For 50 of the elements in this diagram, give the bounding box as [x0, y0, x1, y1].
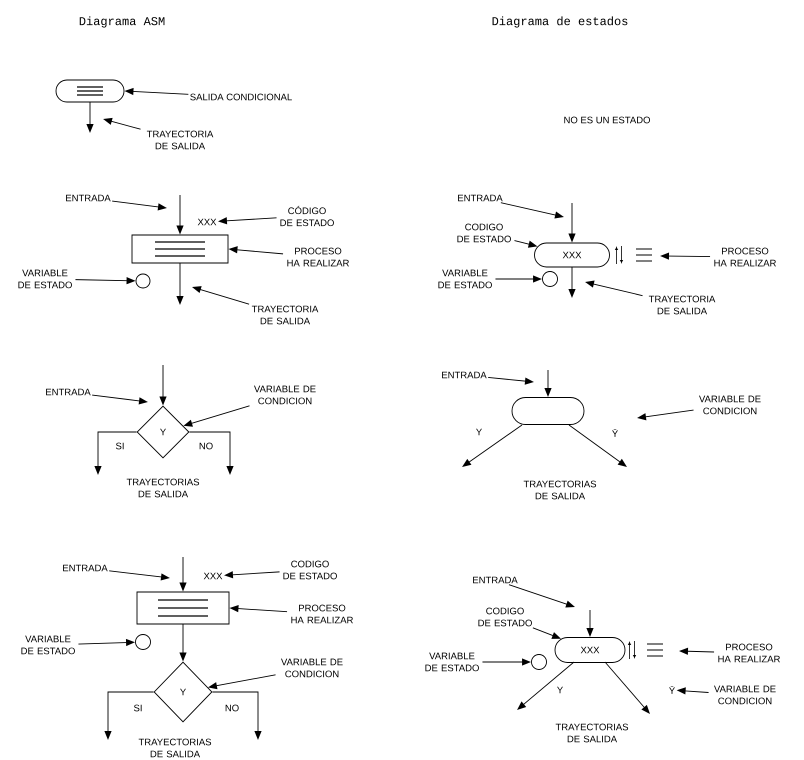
- column-title: Diagrama de estados: [492, 16, 628, 28]
- callout-label: ENTRADA: [63, 564, 108, 572]
- callout-label: CÓDIGO DE ESTADO: [280, 206, 334, 226]
- callout-label: VARIABLE DE ESTADO: [21, 636, 75, 654]
- callout-label: ENTRADA: [473, 576, 518, 584]
- edge-label: Y: [474, 428, 484, 436]
- callout-label: VARIABLE DE CONDICION: [698, 396, 761, 414]
- callout-label: ENTRADA: [46, 388, 91, 396]
- edge-label: SI: [114, 442, 126, 450]
- path-caption: TRAYECTORIAS DE SALIDA: [138, 738, 212, 758]
- callout-label: CODIGO DE ESTADO: [283, 560, 337, 580]
- edge-label: Ȳ: [610, 428, 620, 438]
- note-text: NO ES UN ESTADO: [564, 116, 650, 124]
- condition-label: Ȳ: [669, 686, 675, 694]
- callout-label: PROCESO HA REALIZAR: [718, 644, 780, 662]
- state-box: [132, 234, 228, 264]
- callout-label: VARIABLE DE ESTADO: [438, 270, 492, 288]
- callout-label: TRAYECTORIA DE SALIDA: [146, 130, 214, 150]
- callout-label: ENTRADA: [66, 194, 111, 202]
- edge-label: NO: [198, 442, 214, 450]
- callout-label: VARIABLE DE ESTADO: [18, 270, 72, 288]
- callout-label: PROCESO HA REALIZAR: [287, 248, 349, 266]
- conditional-output-oval: [56, 80, 124, 102]
- edge-label: SI: [132, 704, 144, 712]
- callout-label: TRAYECTORIA DE SALIDA: [252, 306, 318, 324]
- state-variable-circle: [135, 634, 151, 650]
- callout-label: SALIDA CONDICIONAL: [190, 94, 292, 100]
- callout-label: VARIABLE DE CONDICION: [281, 658, 343, 678]
- callout-label: VARIABLE DE CONDICION: [714, 686, 776, 704]
- callout-label: VARIABLE DE CONDICION: [254, 386, 316, 404]
- callout-label: CODIGO DE ESTADO: [457, 224, 511, 242]
- state-variable-circle: [136, 274, 150, 288]
- path-caption: TRAYECTORIAS DE SALIDA: [524, 480, 596, 500]
- callout-label: ENTRADA: [442, 372, 487, 378]
- state-variable-circle: [531, 654, 547, 670]
- callout-label: ENTRADA: [458, 194, 503, 202]
- edge-label: NO: [224, 704, 240, 712]
- callout-label: TRAYECTORIA DE SALIDA: [648, 296, 716, 314]
- callout-label: PROCESO HA REALIZAR: [291, 604, 353, 624]
- edge-label: Y: [556, 686, 564, 694]
- path-caption: TRAYECTORIAS DE SALIDA: [556, 724, 628, 742]
- state-code: XXX: [204, 572, 222, 580]
- path-caption: TRAYECTORIAS DE SALIDA: [126, 478, 200, 498]
- column-title: Diagrama ASM: [80, 16, 164, 28]
- state-box: [136, 592, 230, 624]
- callout-label: PROCESO HA REALIZAR: [714, 248, 776, 266]
- state-code: XXX: [198, 218, 216, 226]
- state-variable-circle: [542, 271, 558, 287]
- callout-label: VARIABLE DE ESTADO: [425, 652, 479, 672]
- callout-label: CODIGO DE ESTADO: [478, 608, 532, 626]
